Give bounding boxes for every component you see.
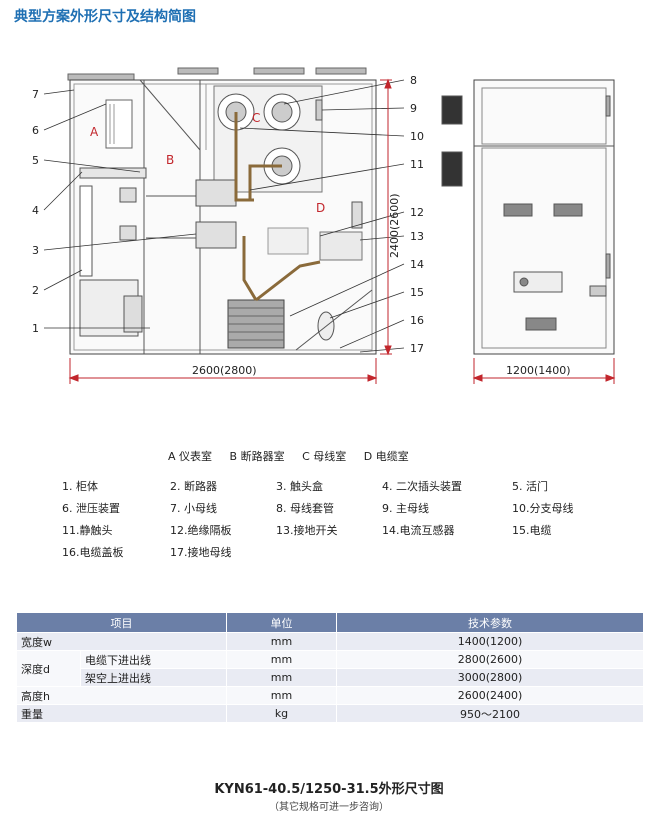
row-value: 3000(2800) (336, 668, 644, 687)
legend-item: 4. 二次插头装置 (382, 480, 462, 493)
dim-height-label: 2400(2600) (388, 193, 401, 258)
legend-item: 12.绝缘隔板 (170, 524, 232, 537)
row-value: 2600(2400) (336, 686, 644, 705)
legend-item: 15.电缆 (512, 524, 552, 537)
left-leaders (43, 89, 197, 329)
room-b: B 断路器室 (229, 450, 285, 463)
header-unit: 单位 (226, 612, 337, 633)
table-row: 重量 kg 950～2100 (16, 704, 644, 723)
table-row: 深度d 电缆下进出线 mm 2800(2600) (16, 650, 644, 687)
callout-16: 16 (410, 314, 424, 327)
row-value: 950～2100 (336, 704, 644, 723)
switchgear-diagram: A B C D 7 6 5 4 3 2 1 8 9 10 11 12 13 14… (32, 67, 616, 384)
dim-height (380, 78, 392, 356)
zone-b-label: B (166, 153, 174, 167)
row-label: 深度d (16, 650, 81, 687)
callout-12: 12 (410, 206, 424, 219)
footnote: （其它规格可进一步咨询） (269, 802, 389, 813)
callout-6: 6 (32, 124, 39, 137)
callout-9: 9 (410, 102, 417, 115)
side-view (67, 67, 377, 355)
room-labels: A 仪表室 B 断路器室 C 母线室 D 电缆室 (168, 448, 508, 464)
callout-14: 14 (410, 258, 424, 271)
room-c: C 母线室 (302, 450, 347, 463)
table-row: 架空上进出线 mm 3000(2800) (17, 668, 644, 687)
row-sublabel: 电缆下进出线 (80, 650, 227, 669)
zone-a-label: A (90, 125, 99, 139)
callout-17: 17 (410, 342, 424, 355)
spec-table: 项目 单位 技术参数 宽度w mm 1400(1200) 深度d 电缆下进出线 … (16, 612, 644, 723)
legend-item: 10.分支母线 (512, 502, 574, 515)
row-label: 重量 (16, 704, 227, 723)
legend-item: 7. 小母线 (170, 502, 217, 515)
legend-item: 16.电缆盖板 (62, 546, 124, 559)
zone-d-label: D (316, 201, 325, 215)
table-row: 宽度w mm 1400(1200) (16, 632, 644, 651)
row-unit: mm (226, 650, 337, 669)
callout-11: 11 (410, 158, 424, 171)
row-unit: mm (226, 686, 337, 705)
callout-4: 4 (32, 204, 39, 217)
legend-item: 3. 触头盒 (276, 480, 323, 493)
callout-7: 7 (32, 88, 39, 101)
legend-item: 1. 柜体 (62, 480, 98, 493)
row-unit: mm (226, 632, 337, 651)
table-row: 高度h mm 2600(2400) (16, 686, 644, 705)
legend-item: 11.静触头 (62, 524, 113, 537)
dim-front-width-label: 1200(1400) (506, 364, 571, 377)
callout-13: 13 (410, 230, 424, 243)
row-unit: kg (226, 704, 337, 723)
legend-item: 5. 活门 (512, 480, 548, 493)
row-value: 1400(1200) (336, 632, 644, 651)
room-a: A 仪表室 (168, 450, 213, 463)
zone-c-label: C (252, 111, 260, 125)
callout-2: 2 (32, 284, 39, 297)
legend-item: 13.接地开关 (276, 524, 338, 537)
row-value: 2800(2600) (336, 650, 644, 669)
callout-8: 8 (410, 74, 417, 87)
row-label: 高度h (16, 686, 227, 705)
dim-side-width (68, 358, 378, 384)
right-leaders (239, 79, 405, 353)
dim-side-width-label: 2600(2800) (192, 364, 257, 377)
legend-item: 2. 断路器 (170, 480, 217, 493)
legend-item: 9. 主母线 (382, 502, 429, 515)
callout-1: 1 (32, 322, 39, 335)
header-param: 技术参数 (336, 612, 644, 633)
front-view (441, 79, 615, 355)
row-unit: mm (226, 668, 337, 687)
dim-front-width (472, 358, 616, 384)
page-heading: 典型方案外形尺寸及结构简图 (14, 9, 196, 25)
parts-legend: 1. 柜体 2. 断路器 3. 触头盒 4. 二次插头装置 5. 活门 6. 泄… (62, 478, 622, 560)
spec-header-row: 项目 单位 技术参数 (16, 612, 644, 633)
callout-15: 15 (410, 286, 424, 299)
branch-busbar (234, 112, 321, 302)
callout-3: 3 (32, 244, 39, 257)
model-title: KYN61-40.5/1250-31.5外形尺寸图 (214, 782, 444, 797)
row-label: 宽度w (16, 632, 227, 651)
callout-10: 10 (410, 130, 424, 143)
row-sublabel: 架空上进出线 (80, 668, 227, 687)
legend-item: 14.电流互感器 (382, 524, 455, 537)
header-item: 项目 (16, 612, 227, 633)
callout-5: 5 (32, 154, 39, 167)
legend-item: 8. 母线套管 (276, 502, 334, 515)
legend-item: 6. 泄压装置 (62, 502, 120, 515)
room-d: D 电缆室 (363, 450, 409, 463)
legend-item: 17.接地母线 (170, 546, 232, 559)
